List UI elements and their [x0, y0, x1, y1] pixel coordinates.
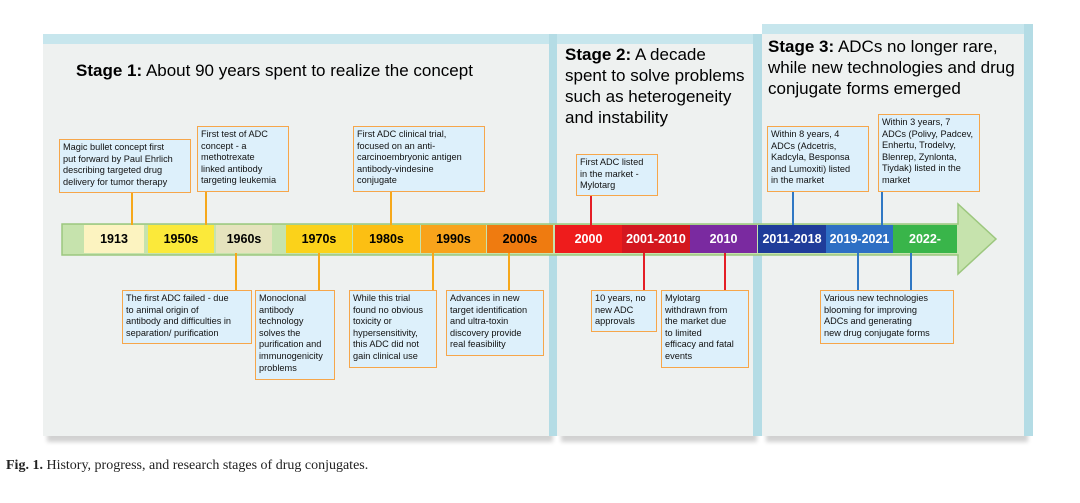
stage-1-title: Stage 1: About 90 years spent to realize… [76, 60, 536, 81]
timeline-segment-2000s: 2000s [487, 225, 553, 253]
timeline-segment-2011-2018: 2011-2018 [758, 225, 826, 253]
stage-1-text: About 90 years spent to realize the conc… [145, 61, 473, 80]
note-2000s-advances: Advances in new target identification an… [446, 290, 544, 356]
connector-line-12 [881, 192, 883, 225]
timeline-segment-1913: 1913 [84, 225, 144, 253]
connector-line-11 [792, 192, 794, 225]
stage-3-text: ADCs no longer rare, while new technolog… [768, 37, 1015, 98]
timeline-segment-2022: 2022- [893, 225, 957, 253]
connector-line-13 [857, 253, 859, 290]
note-2010-withdrawn: Mylotarg withdrawn from the market due t… [661, 290, 749, 368]
note-2000-first-listed: First ADC listed in the market - Mylotar… [576, 154, 658, 196]
note-1960s-failure: The first ADC failed - due to animal ori… [122, 290, 252, 344]
note-1990s-trial-result: While this trial found no obvious toxici… [349, 290, 437, 368]
connector-line-10 [724, 253, 726, 290]
figure-caption-text: History, progress, and research stages o… [46, 458, 369, 473]
connector-line-2 [205, 192, 207, 225]
note-1950s: First test of ADC concept - a methotrexa… [197, 126, 289, 192]
timeline-segment-1990s: 1990s [421, 225, 486, 253]
note-2001-2010-no-approvals: 10 years, no new ADC approvals [591, 290, 657, 332]
connector-line-7 [508, 253, 510, 290]
connector-line-4 [235, 253, 237, 290]
connector-line-6 [432, 253, 434, 290]
connector-line-8 [590, 196, 592, 225]
stage-3-title: Stage 3: ADCs no longer rare, while new … [768, 36, 1023, 99]
stage-3-panel-side-edge [1024, 24, 1033, 436]
connector-line-14 [910, 253, 912, 290]
stage-2-label: Stage 2: [565, 45, 632, 64]
stage-2-panel-top-edge [557, 34, 762, 44]
note-1970s-monoclonal: Monoclonal antibody technology solves th… [255, 290, 335, 380]
stage-3-panel-top-edge [762, 24, 1033, 34]
timeline-segment-1980s: 1980s [353, 225, 420, 253]
note-2022-new-technologies: Various new technologies blooming for im… [820, 290, 954, 344]
connector-line-9 [643, 253, 645, 290]
note-2019-2021-approvals: Within 3 years, 7 ADCs (Polivy, Padcev, … [878, 114, 980, 192]
figure-caption-label: Fig. 1. [6, 458, 43, 473]
timeline-segment-2010: 2010 [690, 225, 757, 253]
connector-line-1 [131, 193, 133, 225]
timeline-segment-2000: 2000 [555, 225, 622, 253]
note-1913: Magic bullet concept first put forward b… [59, 139, 191, 193]
timeline-segment-1950s: 1950s [148, 225, 214, 253]
stage-1-label: Stage 1: [76, 61, 143, 80]
timeline-segment-1970s: 1970s [286, 225, 352, 253]
timeline-segment-1960s: 1960s [216, 225, 272, 253]
timeline-segment-2019-2021: 2019-2021 [826, 225, 893, 253]
note-1980s-trial: First ADC clinical trial, focused on an … [353, 126, 485, 192]
timeline-segment-2001-2010: 2001-2010 [622, 225, 690, 253]
stage-1-panel-top-edge [43, 34, 557, 44]
stage-3-label: Stage 3: [768, 37, 835, 56]
note-2011-2018-approvals: Within 8 years, 4 ADCs (Adcetris, Kadcyl… [767, 126, 869, 192]
connector-line-3 [390, 192, 392, 225]
stage-2-text: A decade spent to solve problems such as… [565, 45, 745, 127]
connector-line-5 [318, 253, 320, 290]
stage-2-title: Stage 2: A decade spent to solve problem… [565, 44, 750, 128]
figure-caption: Fig. 1. History, progress, and research … [6, 458, 368, 474]
